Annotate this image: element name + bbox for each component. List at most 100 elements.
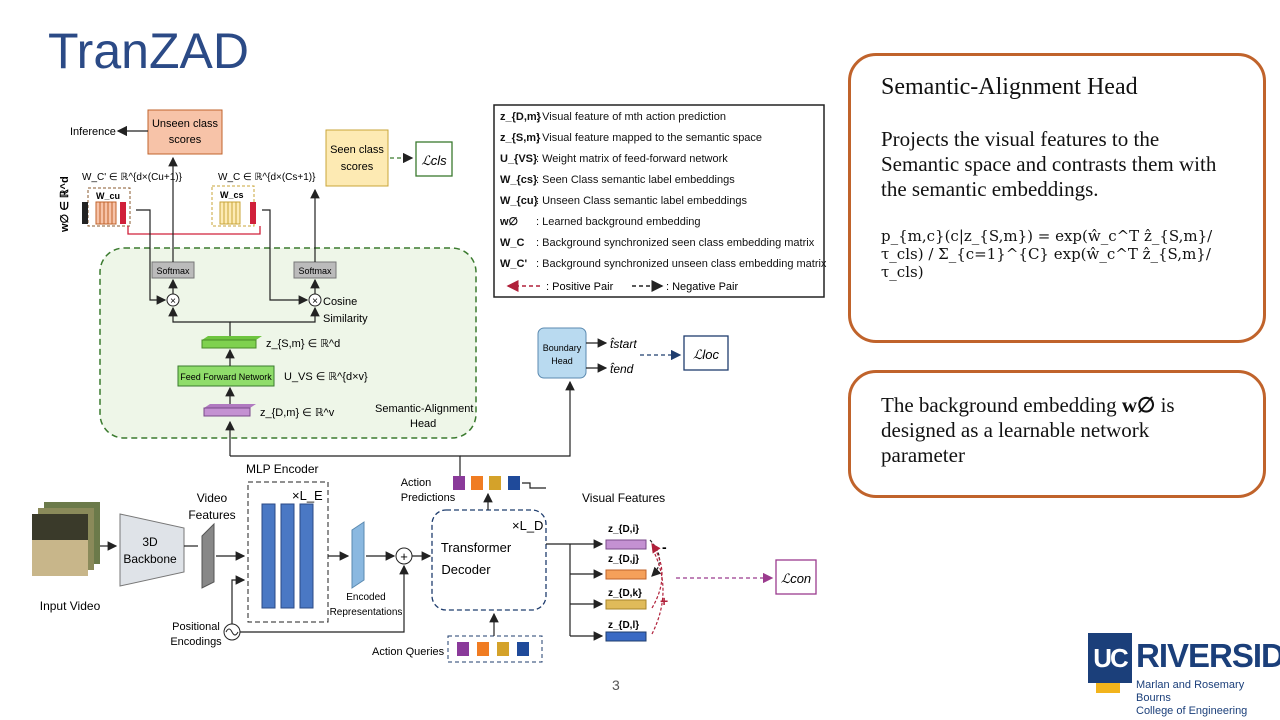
legend-text-3: : Seen Class semantic label embeddings xyxy=(536,174,735,186)
legend-sym-5: w∅ xyxy=(499,216,518,228)
t-start-label: t̂start xyxy=(610,336,637,351)
legend-positive-label: : Positive Pair xyxy=(546,281,614,293)
loss-con-box xyxy=(775,559,817,595)
loss-cls-label: ℒcls xyxy=(421,153,447,168)
negative-sign: - xyxy=(662,539,667,555)
ucr-logo-mark: UC xyxy=(1088,633,1132,683)
wc-prime-label: W_C' ∈ ℝ^{d×(Cu+1)} xyxy=(82,172,183,183)
background-card-pre: The background embedding xyxy=(881,393,1117,417)
action-pred-1 xyxy=(453,476,465,490)
ffn-label: Feed Forward Network xyxy=(180,372,272,382)
legend-sym-7: W_C' xyxy=(500,258,527,270)
semantic-alignment-region xyxy=(99,247,477,439)
ucr-logo: UC RIVERSIDE Marlan and Rosemary Bourns … xyxy=(1088,633,1280,717)
seen-scores-label-2: scores xyxy=(341,161,374,173)
tranzad-architecture-diagram: z_{D,m} : Visual feature of mth action p… xyxy=(32,104,827,663)
legend-sym-0: z_{D,m} xyxy=(500,111,542,123)
zdi-bar xyxy=(605,539,647,550)
legend-text-5: : Learned background embedding xyxy=(536,216,701,228)
wcu-label: W_cu xyxy=(96,191,120,201)
uvs-label: U_VS ∈ ℝ^{d×v} xyxy=(284,371,368,383)
semantic-card-formula: p_{m,c}(c|z_{S,m}) = exp(ŵ_c^T ẑ_{S,m}/τ… xyxy=(881,226,1213,281)
legend-box xyxy=(493,104,825,298)
action-queries-box xyxy=(447,635,543,663)
legend-text-6: : Background synchronized seen class emb… xyxy=(536,237,815,249)
semantic-alignment-card: Semantic-Alignment Head Projects the vis… xyxy=(848,53,1266,343)
times-ld-label: ×L_D xyxy=(512,518,543,533)
background-embedding-card: The background embedding w∅ is designed … xyxy=(848,370,1266,498)
ucr-logo-line1: Marlan and Rosemary Bourns xyxy=(1136,679,1245,704)
positive-sign: + xyxy=(660,593,668,609)
unseen-scores-label-1: Unseen class xyxy=(152,118,219,130)
slide-title: TranZAD xyxy=(48,23,249,79)
ucr-logo-tab xyxy=(1096,683,1120,693)
zs-label: z_{S,m} ∈ ℝ^d xyxy=(266,338,340,350)
background-card-text: The background embedding w∅ is designed … xyxy=(881,393,1233,469)
boundary-label-2: Head xyxy=(551,356,573,366)
times-le-label: ×L_E xyxy=(292,488,323,503)
page-number: 3 xyxy=(612,677,620,693)
legend-sym-1: z_{S,m} xyxy=(500,132,541,144)
legend-sym-2: U_{VS} xyxy=(500,153,538,165)
cosine-label-2: Similarity xyxy=(323,313,368,325)
action-pred-2 xyxy=(471,476,483,490)
positional-label-2: Encodings xyxy=(170,636,222,648)
wcs-label: W_cs xyxy=(220,190,244,200)
mlp-encoder-label: MLP Encoder xyxy=(246,462,319,476)
zd-label: z_{D,m} ∈ ℝ^v xyxy=(260,407,335,419)
boundary-label-1: Boundary xyxy=(543,343,582,353)
zdj-bar xyxy=(605,569,647,580)
background-card-post: is designed as a learnable network param… xyxy=(881,393,1175,468)
t-end-label: t̂end xyxy=(610,361,634,376)
backbone-label-1: 3D xyxy=(142,535,158,549)
positional-label-1: Positional xyxy=(172,621,220,633)
legend-rows: z_{D,m} : Visual feature of mth action p… xyxy=(499,111,827,270)
cosine-label-1: Cosine xyxy=(323,296,357,308)
ucr-logo-subtitle: Marlan and Rosemary Bourns College of En… xyxy=(1136,679,1276,718)
transformer-label-2: Decoder xyxy=(441,562,491,577)
legend-text-0: : Visual feature of mth action predictio… xyxy=(536,111,726,123)
loss-cls-box xyxy=(415,141,453,177)
zdk-label: z_{D,k} xyxy=(608,588,642,599)
video-features-label-2: Features xyxy=(188,508,235,522)
loss-con-label: ℒcon xyxy=(781,571,811,586)
ucr-logo-line2: College of Engineering xyxy=(1136,705,1248,717)
zdl-label: z_{D,l} xyxy=(608,620,639,631)
action-pred-4 xyxy=(508,476,520,490)
seen-scores-box xyxy=(325,129,389,187)
legend-sym-6: W_C xyxy=(500,237,525,249)
video-features-label-1: Video xyxy=(197,491,228,505)
ucr-logo-name: RIVERSIDE xyxy=(1136,637,1280,674)
sah-label-2: Head xyxy=(410,418,436,430)
zdl-bar xyxy=(605,631,647,642)
backbone-3d xyxy=(119,513,185,587)
boundary-head xyxy=(537,327,587,379)
legend-text-2: : Weight matrix of feed-forward network xyxy=(536,153,728,165)
action-pred-label-2: Predictions xyxy=(401,492,456,504)
legend-text-1: : Visual feature mapped to the semantic … xyxy=(536,132,762,144)
action-pred-label-1: Action xyxy=(401,477,432,489)
softmax-seen-label: Softmax xyxy=(298,266,332,276)
sah-label-1: Semantic-Alignment xyxy=(375,403,473,415)
visual-features-label: Visual Features xyxy=(582,491,665,505)
encoded-representations-block xyxy=(351,521,365,589)
semantic-card-heading: Semantic-Alignment Head xyxy=(881,74,1138,100)
encoded-label-1: Encoded xyxy=(346,592,385,603)
transformer-label-1: Transformer xyxy=(441,540,512,555)
seen-scores-label-1: Seen class xyxy=(330,144,384,156)
zd-feature-bar xyxy=(204,404,256,408)
backbone-label-2: Backbone xyxy=(123,552,177,566)
inference-label: Inference xyxy=(70,126,116,138)
loss-loc-box xyxy=(683,335,729,371)
legend-sym-3: W_{cs} xyxy=(500,174,538,186)
input-video-label: Input Video xyxy=(40,599,101,613)
legend-sym-4: W_{cu} xyxy=(500,195,539,207)
action-pred-3 xyxy=(489,476,501,490)
zdk-bar xyxy=(605,599,647,610)
zdj-label: z_{D,j} xyxy=(608,554,639,565)
action-queries-label: Action Queries xyxy=(372,646,445,658)
legend-negative-label: : Negative Pair xyxy=(666,281,738,293)
legend-text-4: : Unseen Class semantic label embeddings xyxy=(536,195,747,207)
encoded-label-2: Representations xyxy=(330,607,403,618)
video-features-block xyxy=(201,522,215,589)
